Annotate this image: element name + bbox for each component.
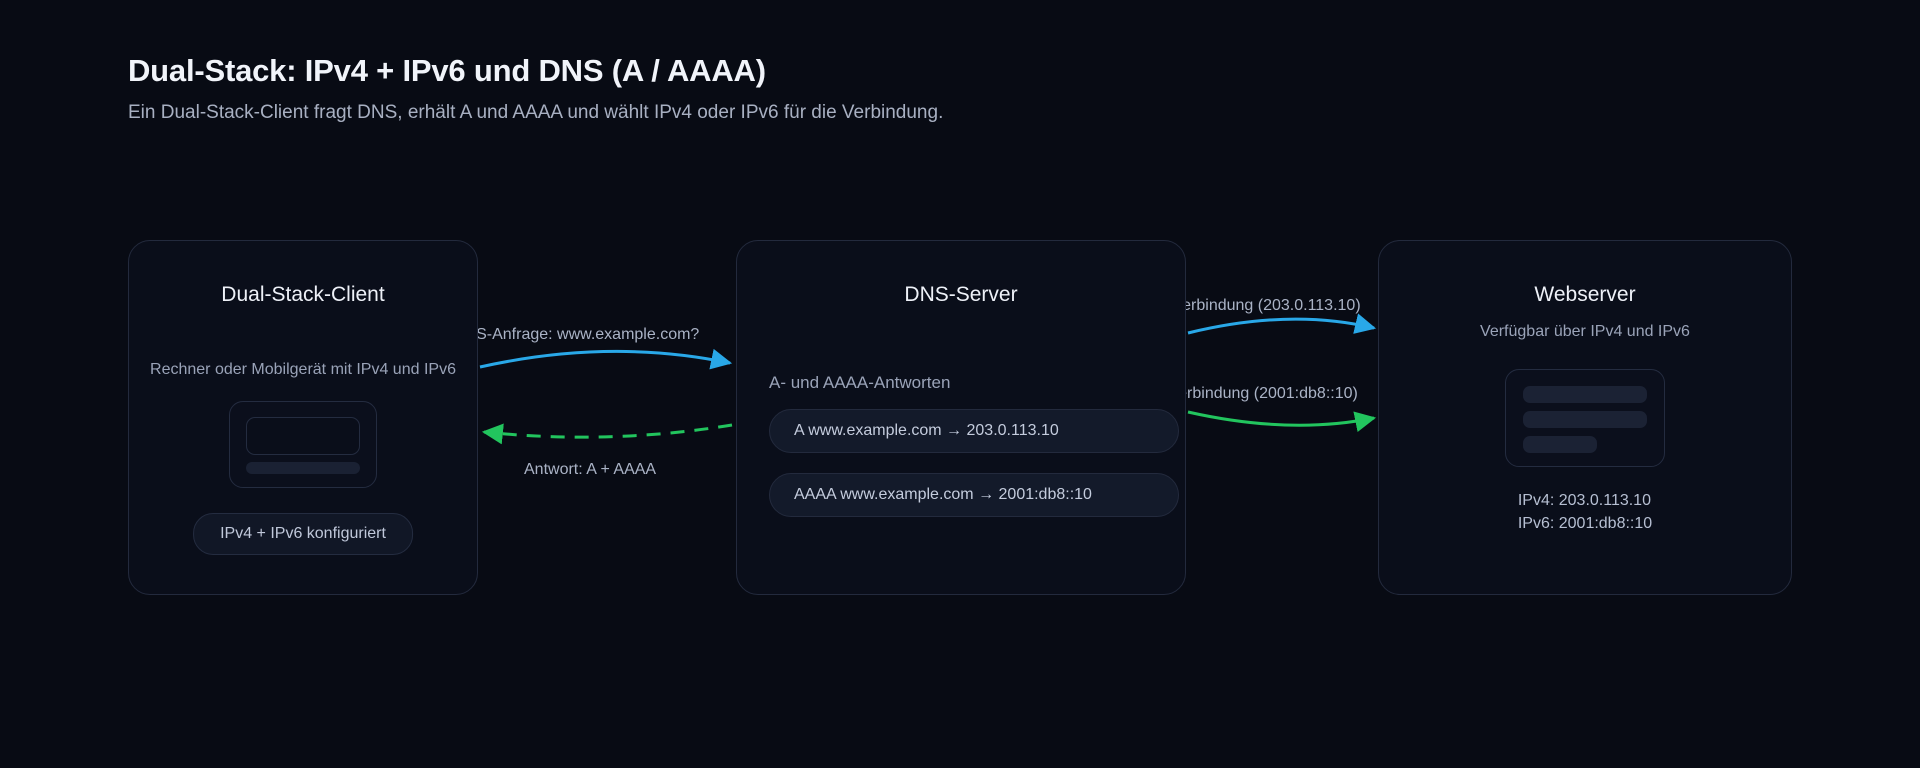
edge-dns-query-arrow <box>479 348 733 370</box>
dns-records-caption: A- und AAAA-Antworten <box>769 373 951 392</box>
dns-title: DNS-Server <box>904 283 1018 306</box>
server-rack-icon <box>1505 369 1665 467</box>
rack-bar-shape <box>1523 386 1647 403</box>
webserver-addresses: IPv4: 203.0.113.10 IPv6: 2001:db8::10 <box>1518 489 1652 535</box>
edge-label-dns-query: DNS-Anfrage: www.example.com? <box>453 326 700 343</box>
dns-record-row: A www.example.com → 203.0.113.10 <box>769 409 1179 453</box>
page-title: Dual-Stack: IPv4 + IPv6 und DNS (A / AAA… <box>128 53 766 88</box>
rack-bar-shape <box>1523 411 1647 428</box>
page-subtitle: Ein Dual-Stack-Client fragt DNS, erhält … <box>128 102 944 124</box>
client-title: Dual-Stack-Client <box>221 283 385 306</box>
laptop-base-shape <box>246 462 360 474</box>
edge-label-dns-answer: Antwort: A + AAAA <box>524 461 657 478</box>
client-description: Rechner oder Mobilgerät mit IPv4 und IPv… <box>150 361 456 378</box>
webserver-ipv6-address: IPv6: 2001:db8::10 <box>1517 515 1653 533</box>
node-dns-server[interactable]: DNS-Server A- und AAAA-Antworten A www.e… <box>736 240 1186 595</box>
edge-dns-answer-arrow <box>481 423 733 445</box>
client-config-badge: IPv4 + IPv6 konfiguriert <box>193 513 413 555</box>
webserver-ipv4-address: IPv4: 203.0.113.10 <box>1517 492 1651 509</box>
edge-ipv6-connection-arrow <box>1187 410 1377 433</box>
laptop-icon <box>229 401 377 488</box>
webserver-description: Verfügbar über IPv4 und IPv6 <box>1480 323 1690 340</box>
edge-label-ipv6-connection: IPv6-Verbindung (2001:db8::10) <box>1131 385 1358 402</box>
edge-ipv4-connection-arrow <box>1187 313 1377 335</box>
dns-record-row: AAAA www.example.com → 2001:db8::10 <box>769 473 1179 517</box>
laptop-screen-shape <box>246 417 360 455</box>
page-header: Dual-Stack: IPv4 + IPv6 und DNS (A / AAA… <box>128 52 1628 126</box>
node-webserver[interactable]: Webserver Verfügbar über IPv4 und IPv6 I… <box>1378 240 1792 595</box>
rack-bar-shape <box>1523 436 1597 453</box>
node-dual-stack-client[interactable]: Dual-Stack-Client Rechner oder Mobilgerä… <box>128 240 478 595</box>
webserver-title: Webserver <box>1534 283 1636 306</box>
edge-label-ipv4-connection: IPv4-Verbindung (203.0.113.10) <box>1135 297 1361 314</box>
